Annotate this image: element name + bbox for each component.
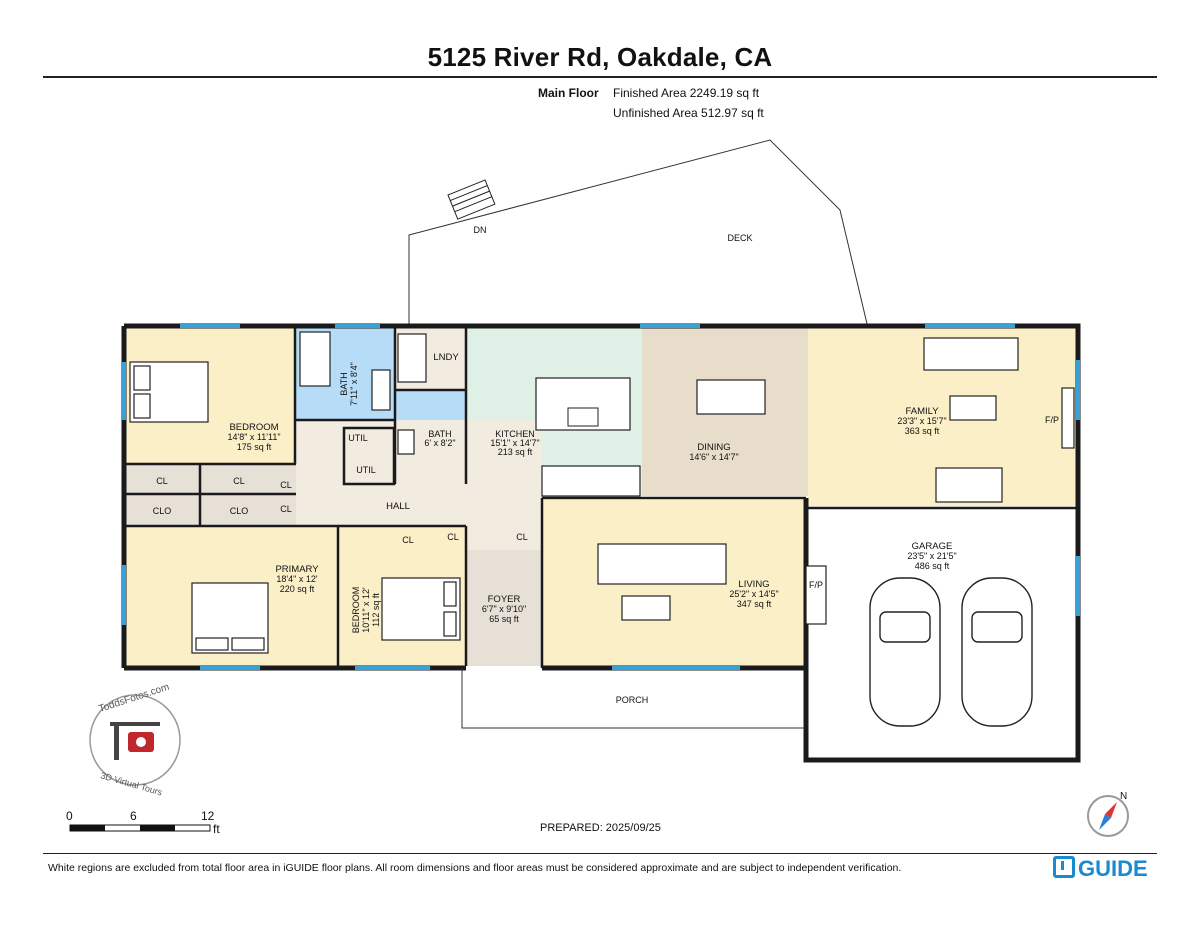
living-name: LIVING [738,579,769,590]
bed-bedroom1 [129,361,209,423]
scale-label-12: 12 [201,809,215,823]
deck-label: DECK [727,233,752,243]
finished-area: Finished Area 2249.19 sq ft [613,86,760,100]
family-sofa-2 [935,467,1003,503]
toddsfotos-logo: ToddsFotos.com 3D Virtual Tours [89,682,181,798]
kitchen-dims: 15'1" x 14'7" [490,438,539,448]
family-fireplace [1061,387,1075,449]
util2-name: UTIL [356,465,376,475]
kitchen-counter [541,465,641,497]
closet-cl-4: CL [280,504,292,514]
dining-name: DINING [697,442,730,453]
bedroom1-name: BEDROOM [229,422,278,433]
brand-text: GUIDE [1078,856,1148,881]
util1-name: UTIL [348,433,368,443]
scale-label-0: 0 [66,809,73,823]
laundry-machines [397,333,427,383]
living-dims: 25'2" x 14'5" [729,589,778,599]
family-name: FAMILY [905,406,939,417]
living-coffee-table [621,595,671,621]
dining-dims: 14'6" x 14'7" [689,452,738,462]
family-sofa [923,337,1019,371]
bed-bedroom2 [381,577,461,641]
prepared-date: PREPARED: 2025/09/25 [540,822,661,834]
plan-title: 5125 River Rd, Oakdale, CA [427,42,773,72]
primary-name: PRIMARY [275,564,319,575]
disclaimer: White regions are excluded from total fl… [48,862,902,874]
dining-table [696,379,766,415]
iguide-brand: GUIDE [1053,856,1148,882]
bed-primary [191,582,269,654]
bath2-vanity [397,429,415,455]
room-labels: BEDROOM 14'8" x 11'11" 175 sq ft BATH 7'… [153,352,1059,705]
garage-area: 486 sq ft [915,561,950,571]
foyer-name: FOYER [488,594,521,605]
family-table [949,395,997,421]
foyer-area: 65 sq ft [489,614,519,624]
bedroom2-name: BEDROOM [351,587,361,634]
bath2-dims: 6' x 8'2" [424,438,455,448]
util-fill [344,428,394,484]
foyer-fill [466,550,542,666]
bedroom2-area: 112 sq ft [371,593,381,627]
iguide-logo-icon [1053,856,1075,878]
living-sofa [597,543,727,585]
title-divider [43,76,1157,78]
bath2-name: BATH [428,429,451,439]
bedroom1-dims: 14'8" x 11'11" [227,432,280,442]
family-dims: 23'3" x 15'7" [897,416,946,426]
closet-clo-2: CLO [230,506,249,516]
living-fp-label: F/P [809,580,823,590]
closet-cl-2: CL [233,476,245,486]
porch-outline [461,668,805,729]
closet-cl-3: CL [280,480,292,490]
primary-dims: 18'4" x 12' [276,574,317,584]
stairs-dn-label: DN [474,225,487,235]
footer-divider [43,853,1157,854]
unfinished-area: Unfinished Area 512.97 sq ft [613,106,764,120]
floor-label: Main Floor [538,86,599,100]
family-fp-label: F/P [1045,415,1059,425]
garage-cars [869,577,1033,727]
kitchen-sink [567,407,599,427]
hall-name: HALL [386,501,410,512]
garage-dims: 23'5" x 21'5" [907,551,956,561]
foyer-dims: 6'7" x 9'10" [482,604,526,614]
scale-label-6: 6 [130,809,137,823]
deck-outline [408,139,869,329]
garage-name: GARAGE [912,541,953,552]
bath1-name: BATH [339,372,349,395]
compass-label: N [1120,791,1127,802]
bath1-vanity [371,369,391,411]
closet-cl-5: CL [402,535,414,545]
deck-stairs [447,179,496,220]
closet-cl-7: CL [516,532,528,542]
bath1-tub [299,331,331,387]
scale-bar: 0 6 12 ft [66,809,220,836]
living-fireplace [805,565,827,625]
kitchen-name: KITCHEN [495,429,535,439]
scale-unit: ft [213,822,220,836]
kitchen-area: 213 sq ft [498,447,533,457]
closet-cl-1: CL [156,476,168,486]
primary-area: 220 sq ft [280,584,315,594]
family-area: 363 sq ft [905,426,940,436]
bath1-dims: 7'11" x 8'4" [349,362,359,406]
living-area: 347 sq ft [737,599,772,609]
closet-cl-6: CL [447,532,459,542]
windows [122,324,1080,670]
bedroom2-dims: 10'11" x 12' [361,587,371,633]
closet-clo-1: CLO [153,506,172,516]
bedroom1-area: 175 sq ft [237,442,272,452]
interior-walls [126,328,1078,668]
porch-label: PORCH [616,695,649,705]
compass-icon: N [1087,791,1129,837]
lndy-name: LNDY [433,352,459,363]
